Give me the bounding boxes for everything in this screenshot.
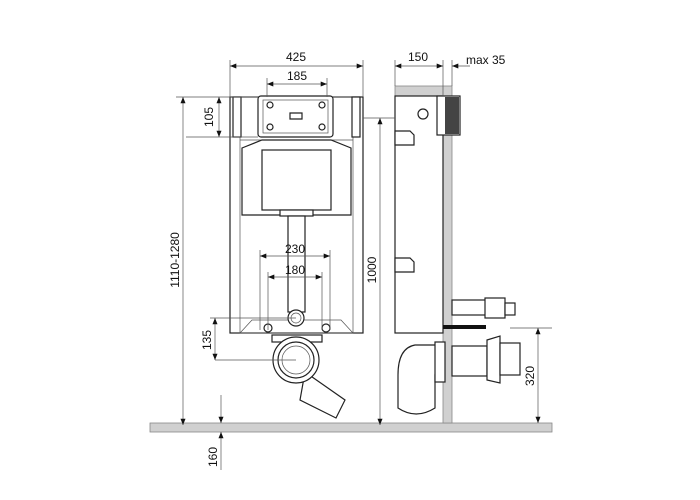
dim-drain-height: 320: [523, 366, 537, 386]
dim-drain-offset: 135: [200, 330, 214, 350]
front-view: [229, 95, 364, 419]
dim-floor-thickness: 160: [206, 447, 220, 467]
dim-support-height: 1000: [365, 256, 379, 283]
dim-plate-max: max 35: [466, 53, 506, 67]
dim-frame-width: 425: [286, 50, 306, 64]
actuator-plate: [257, 95, 334, 138]
side-elbow: [397, 344, 438, 415]
dimension-lines: [176, 60, 552, 470]
dim-depth: 150: [408, 50, 428, 64]
dim-pipe-spacing-inner: 180: [285, 263, 305, 277]
dim-total-height: 1110-1280: [168, 232, 182, 288]
dim-plate-height: 105: [202, 107, 216, 127]
dim-pipe-spacing-outer: 230: [285, 242, 305, 256]
side-view: [394, 85, 521, 424]
drain-elbow: [299, 370, 346, 419]
cistern: [261, 149, 332, 211]
dim-plate-width: 185: [287, 69, 307, 83]
floor: [149, 422, 553, 433]
